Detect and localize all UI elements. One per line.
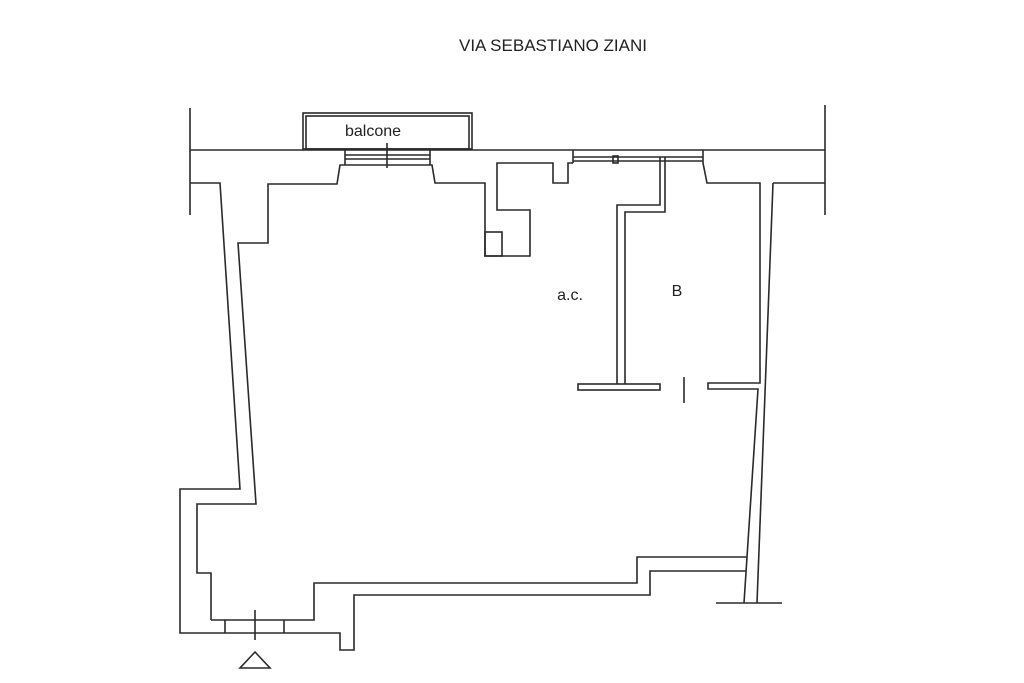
- balcony: [302, 112, 473, 168]
- street-label: VIA SEBASTIANO ZIANI: [459, 36, 647, 55]
- entrance-triangle-icon: [238, 650, 272, 669]
- balcony-label: balcone: [345, 123, 401, 140]
- entrance-door: [224, 610, 285, 640]
- ac-label: a.c.: [557, 287, 583, 304]
- kitchen-fixture: [484, 231, 503, 257]
- window-top-right: [572, 150, 704, 164]
- outer-walls: [179, 105, 826, 651]
- bath-label: B: [672, 283, 683, 300]
- bathroom-walls: [577, 157, 685, 403]
